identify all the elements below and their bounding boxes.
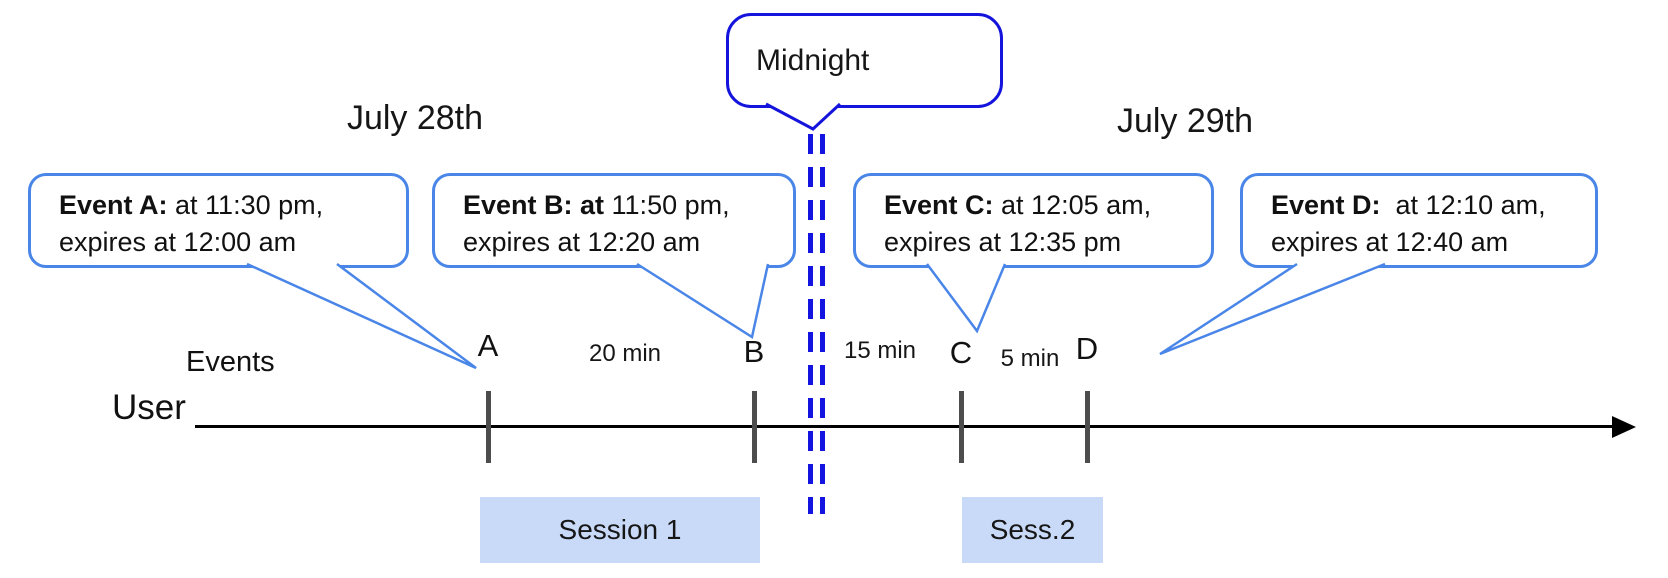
event-b-pointer xyxy=(636,262,770,340)
midnight-dashed-line-left xyxy=(808,134,813,514)
event-d-pointer xyxy=(1159,262,1386,356)
tick-event-c xyxy=(959,391,964,463)
events-axis-label: Events xyxy=(186,346,275,378)
tick-event-b xyxy=(752,391,757,463)
event-b-line2: expires at 12:20 am xyxy=(463,227,701,257)
event-d-line2: expires at 12:40 am xyxy=(1271,227,1509,257)
event-c-line2: expires at 12:35 pm xyxy=(884,227,1122,257)
midnight-callout: Midnight xyxy=(726,13,1003,108)
timeline-axis xyxy=(195,425,1616,428)
event-a-pointer xyxy=(246,262,477,370)
event-a-line2: expires at 12:00 am xyxy=(59,227,297,257)
tick-label-a: A xyxy=(477,328,499,363)
event-callout-c: Event C: at 12:05 am, expires at 12:35 p… xyxy=(853,173,1214,268)
event-c-pointer xyxy=(925,263,1007,334)
tick-label-d: D xyxy=(1075,331,1099,366)
date-label-july-29: July 29th xyxy=(1116,102,1254,140)
session-2-box: Sess.2 xyxy=(962,497,1103,563)
event-a-title: Event A: xyxy=(59,190,168,220)
event-c-line1: Event C: at 12:05 am, xyxy=(884,190,1152,220)
session-1-box: Session 1 xyxy=(480,497,760,563)
session-1-label: Session 1 xyxy=(558,514,682,545)
tick-event-d xyxy=(1085,391,1090,463)
interval-label-15min: 15 min xyxy=(843,337,917,364)
event-callout-a: Event A: at 11:30 pm, expires at 12:00 a… xyxy=(28,173,409,268)
midnight-label: Midnight xyxy=(756,43,870,77)
interval-label-5min: 5 min xyxy=(1000,345,1060,372)
event-b-line1: Event B: at 11:50 pm, xyxy=(463,190,730,220)
event-callout-d: Event D: at 12:10 am, expires at 12:40 a… xyxy=(1240,173,1598,268)
event-b-title: Event B: at xyxy=(463,190,605,220)
date-label-july-28: July 28th xyxy=(346,99,484,137)
tick-label-c: C xyxy=(949,335,973,370)
interval-label-20min: 20 min xyxy=(588,340,662,367)
session-2-label: Sess.2 xyxy=(989,514,1076,545)
timeline-arrowhead-icon xyxy=(1612,416,1636,438)
tick-label-b: B xyxy=(743,334,765,369)
event-c-title: Event C: xyxy=(884,190,994,220)
event-d-title: Event D: xyxy=(1271,190,1381,220)
event-a-line1: Event A: at 11:30 pm, xyxy=(59,190,324,220)
event-d-line1: Event D: at 12:10 am, xyxy=(1271,190,1546,220)
tick-event-a xyxy=(486,391,491,463)
event-callout-b: Event B: at 11:50 pm, expires at 12:20 a… xyxy=(432,173,796,268)
midnight-dashed-line-right xyxy=(820,134,825,514)
user-axis-label: User xyxy=(112,388,186,427)
